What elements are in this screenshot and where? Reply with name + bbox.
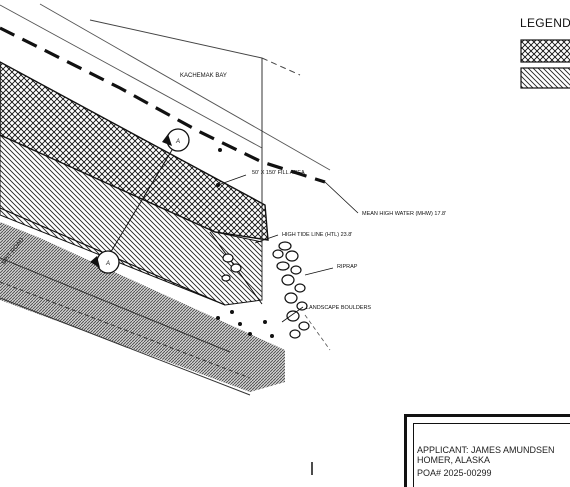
landscape-boulders: [216, 148, 274, 338]
fill-area-crosshatch: [0, 61, 269, 241]
label-riprap: RIPRAP: [337, 264, 358, 270]
label-mean-high-water: MEAN HIGH WATER (MHW) 17.8': [362, 211, 446, 217]
road-edge-line: [0, 257, 231, 353]
property-line: [89, 19, 263, 59]
poa-number: POA# 2025-00299: [417, 468, 492, 478]
legend-title: LEGEND:: [520, 16, 570, 30]
site-plan-drawing: KACHEMAK BAY 50' X 150' FILL AREA MEAN H…: [0, 3, 570, 475]
section-marker-a-label: A: [105, 261, 110, 267]
label-fill-area: 50' X 150' FILL AREA: [252, 170, 305, 176]
road-centerline: [0, 281, 251, 379]
section-marker-a-label: A: [175, 139, 180, 145]
title-block: APPLICANT: JAMES AMUNDSEN HOMER, ALASKA …: [404, 414, 570, 487]
label-kachemak-bay: KACHEMAK BAY: [180, 73, 227, 79]
mean-high-water-line: [0, 26, 326, 184]
property-line: [261, 57, 301, 76]
title-block-inner: [413, 423, 570, 487]
legend-swatch-slope: [520, 67, 570, 89]
label-landscape-boulders: LANDSCAPE BOULDERS: [306, 305, 371, 311]
applicant-location: HOMER, ALASKA: [417, 455, 491, 465]
riprap-rocks: [221, 241, 310, 339]
label-high-tide-line: HIGH TIDE LINE (HTL) 23.8': [282, 232, 352, 238]
leader-mhw: [324, 181, 359, 214]
leader-riprap: [304, 267, 334, 276]
property-line: [39, 3, 331, 171]
leader-tail: [304, 314, 331, 351]
legend-swatch-fill: [520, 39, 570, 63]
road-embankment-hatch: [0, 222, 285, 392]
leader-boulders: [281, 306, 304, 323]
property-line: [0, 4, 263, 149]
applicant-name: APPLICANT: JAMES AMUNDSEN: [417, 445, 555, 455]
leader-fill: [217, 174, 247, 186]
leader-htl: [254, 234, 279, 244]
section-cut-line: [99, 139, 179, 271]
road-edge-line: [0, 297, 251, 396]
